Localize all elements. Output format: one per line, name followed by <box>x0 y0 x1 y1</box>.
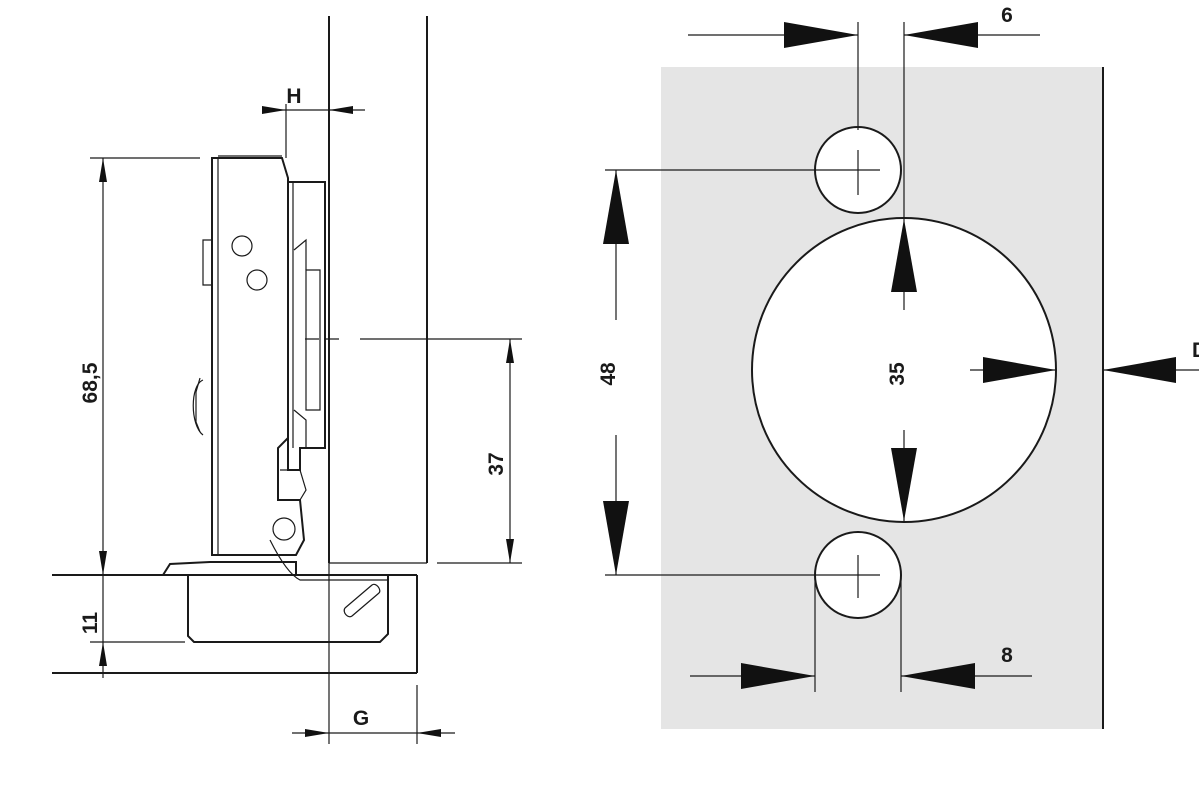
dim-35: 35 <box>886 219 917 522</box>
dim-37: 37 <box>305 338 522 564</box>
dim-edge-label: D <box>1192 339 1199 362</box>
dim-35-label: 35 <box>886 362 909 386</box>
hinge-cup <box>161 539 389 643</box>
dim-8-label: 8 <box>1001 644 1013 667</box>
hinge-arm <box>192 155 306 556</box>
dim-h: H <box>262 85 365 158</box>
dim-6-label: 6 <box>1001 4 1013 27</box>
dim-48: 48 <box>597 170 629 575</box>
front-view: 6 48 35 D <box>597 4 1199 729</box>
dim-height-label: 68,5 <box>79 362 102 403</box>
arm-screw-hole-lower <box>246 269 268 291</box>
dim-48-label: 48 <box>597 362 620 386</box>
mounting-plate <box>280 181 326 501</box>
dim-11-label: 11 <box>79 612 102 635</box>
side-view: H 68,5 11 37 <box>52 16 522 744</box>
dim-68-5: 68,5 <box>79 157 200 575</box>
arm-screw-hole-upper <box>231 235 253 257</box>
dim-g-label: G <box>353 707 369 730</box>
hinge-pivot-pin <box>272 517 296 541</box>
dim-6: 6 <box>688 4 1040 220</box>
dim-h-label: H <box>286 85 301 108</box>
dim-edge-distance: D <box>983 339 1199 383</box>
dim-g: G <box>292 563 455 744</box>
dim-8: 8 <box>690 575 1032 692</box>
dim-11: 11 <box>79 575 185 678</box>
dim-37-label: 37 <box>485 452 508 475</box>
cabinet-side-panel <box>328 16 428 564</box>
